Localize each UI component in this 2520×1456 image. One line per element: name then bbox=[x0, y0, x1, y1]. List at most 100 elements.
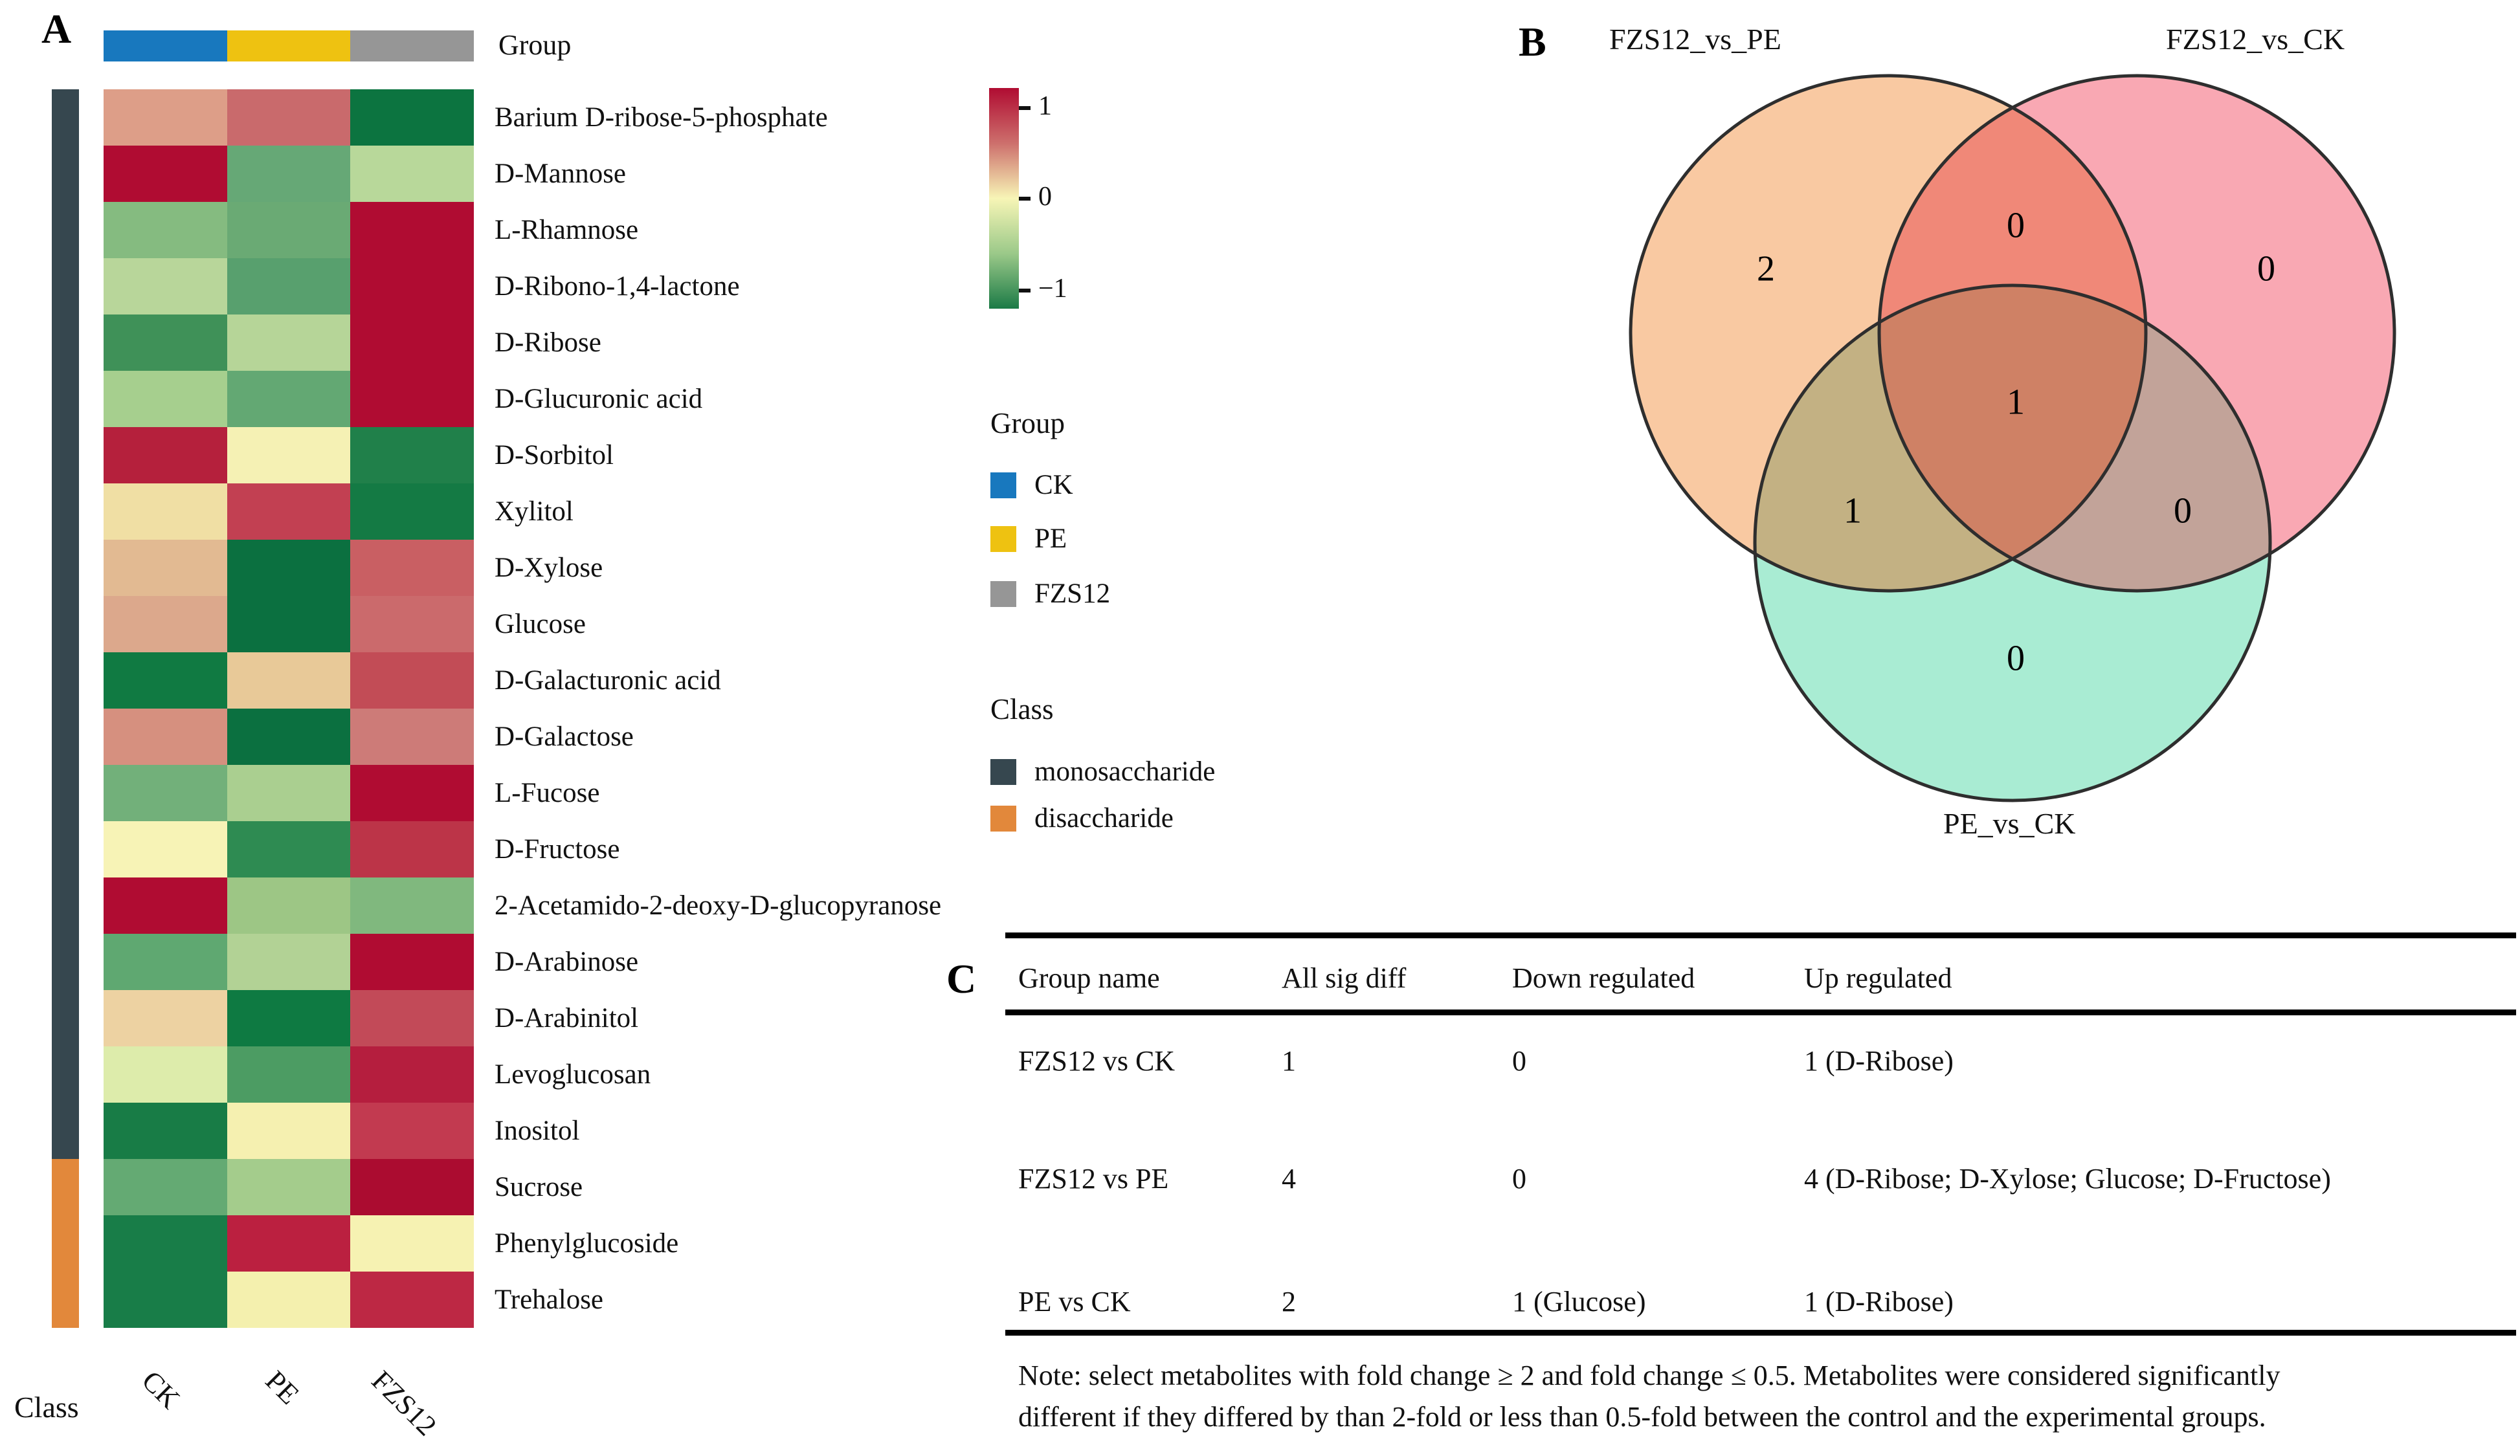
heatmap-cell-fzs12 bbox=[350, 89, 474, 146]
heatmap-cell-pe bbox=[227, 1215, 351, 1272]
heatmap-row bbox=[104, 1046, 474, 1103]
heatmap-row bbox=[104, 821, 474, 877]
table-header-rule bbox=[1005, 1009, 2516, 1015]
panel-c-label: C bbox=[946, 956, 977, 1002]
heatmap-cell-fzs12 bbox=[350, 371, 474, 427]
heatmap-row bbox=[104, 1159, 474, 1215]
table-cell: 1 (D-Ribose) bbox=[1804, 1045, 1954, 1077]
heatmap-cell-fzs12 bbox=[350, 596, 474, 652]
heatmap-cell-ck bbox=[104, 877, 227, 934]
table-header-cell: All sig diff bbox=[1282, 962, 1407, 994]
legend-class-item-monosaccharide: monosaccharide bbox=[990, 756, 1215, 788]
group-bar-title: Group bbox=[498, 29, 572, 61]
panel-b-label: B bbox=[1519, 19, 1546, 65]
legend-group-title: Group bbox=[990, 407, 1065, 439]
heatmap-cell-ck bbox=[104, 1215, 227, 1272]
heatmap-cell-fzs12 bbox=[350, 765, 474, 821]
table-header-cell: Down regulated bbox=[1512, 962, 1695, 994]
table-cell: 4 (D-Ribose; D-Xylose; Glucose; D-Fructo… bbox=[1804, 1163, 2331, 1195]
colorbar-tick-mark bbox=[1019, 197, 1031, 201]
heatmap-cell-ck bbox=[104, 427, 227, 483]
group-annotation-bar bbox=[104, 30, 474, 61]
heatmap-cell-pe bbox=[227, 258, 351, 314]
heatmap-cell-fzs12 bbox=[350, 1159, 474, 1215]
heatmap-cell-fzs12 bbox=[350, 146, 474, 202]
legend-class-swatch-disaccharide bbox=[990, 805, 1016, 832]
heatmap-row-label: D-Ribose bbox=[495, 327, 601, 358]
heatmap-cell-fzs12 bbox=[350, 877, 474, 934]
heatmap-row-label: Inositol bbox=[495, 1116, 580, 1146]
legend-group-swatch-ck bbox=[990, 472, 1016, 498]
legend-class-title: Class bbox=[990, 693, 1054, 725]
panel-a-label: A bbox=[41, 6, 72, 52]
table-cell: 0 bbox=[1512, 1045, 1526, 1077]
legend-group-item-ck: CK bbox=[990, 469, 1073, 501]
heatmap-row-label: D-Galactose bbox=[495, 722, 634, 752]
heatmap-row bbox=[104, 258, 474, 314]
legend-class-label: disaccharide bbox=[1034, 803, 1174, 833]
venn-outline-right bbox=[1877, 74, 2396, 593]
heatmap-cell-fzs12 bbox=[350, 202, 474, 258]
table-header-cell: Up regulated bbox=[1804, 962, 1952, 994]
heatmap-cell-ck bbox=[104, 146, 227, 202]
heatmap-row bbox=[104, 202, 474, 258]
venn-count-top-overlap: 0 bbox=[2007, 206, 2025, 246]
heatmap-cell-ck bbox=[104, 1046, 227, 1103]
heatmap-cell-ck bbox=[104, 821, 227, 877]
venn-count-bottom-right-overlap: 0 bbox=[2174, 491, 2192, 531]
heatmap-cell-pe bbox=[227, 146, 351, 202]
heatmap-row-label: D-Galacturonic acid bbox=[495, 665, 721, 696]
heatmap-cell-ck bbox=[104, 258, 227, 314]
heatmap-cell-pe bbox=[227, 371, 351, 427]
class-annotation-bar bbox=[52, 89, 79, 1328]
heatmap-cell-pe bbox=[227, 765, 351, 821]
heatmap-row bbox=[104, 371, 474, 427]
heatmap-cell-fzs12 bbox=[350, 1046, 474, 1103]
heatmap-cell-fzs12 bbox=[350, 709, 474, 765]
heatmap-cell-ck bbox=[104, 1159, 227, 1215]
heatmap-cell-pe bbox=[227, 89, 351, 146]
class-segment-disaccharide bbox=[52, 1159, 79, 1328]
heatmap-cell-ck bbox=[104, 540, 227, 596]
table-cell: PE vs CK bbox=[1018, 1286, 1131, 1318]
venn-count-left-only: 2 bbox=[1757, 249, 1775, 289]
heatmap-cell-pe bbox=[227, 202, 351, 258]
table-cell: 4 bbox=[1282, 1163, 1296, 1195]
venn-diagram: 2 0 0 1 1 0 0 bbox=[1629, 74, 2396, 802]
heatmap-cell-ck bbox=[104, 1103, 227, 1159]
heatmap-cell-fzs12 bbox=[350, 314, 474, 371]
heatmap-cell-ck bbox=[104, 1272, 227, 1328]
colorbar-tick-mark bbox=[1019, 106, 1031, 110]
heatmap-cell-ck bbox=[104, 483, 227, 540]
heatmap-cell-pe bbox=[227, 1159, 351, 1215]
colorbar-tick-mark bbox=[1019, 289, 1031, 292]
heatmap-row-label: D-Fructose bbox=[495, 834, 620, 865]
legend-class-item-disaccharide: disaccharide bbox=[990, 802, 1174, 834]
heatmap-row bbox=[104, 652, 474, 709]
table-cell: 0 bbox=[1512, 1163, 1526, 1195]
group-bar-segment-fzs12 bbox=[350, 30, 474, 61]
heatmap-row-label: D-Mannose bbox=[495, 159, 627, 189]
heatmap-cell-ck bbox=[104, 990, 227, 1046]
venn-count-right-only: 0 bbox=[2257, 249, 2275, 289]
venn-set-label-fzs12-vs-pe: FZS12_vs_PE bbox=[1609, 23, 1781, 56]
heatmap-cell-fzs12 bbox=[350, 1103, 474, 1159]
heatmap-row-label: D-Glucuronic acid bbox=[495, 384, 703, 414]
heatmap-cell-ck bbox=[104, 89, 227, 146]
heatmap-row bbox=[104, 877, 474, 934]
heatmap-cell-pe bbox=[227, 1272, 351, 1328]
table-cell: 1 bbox=[1282, 1045, 1296, 1077]
heatmap-row-label: D-Xylose bbox=[495, 553, 603, 583]
heatmap-cell-pe bbox=[227, 596, 351, 652]
table-cell: 1 (Glucose) bbox=[1512, 1286, 1646, 1318]
heatmap-cell-ck bbox=[104, 652, 227, 709]
venn-count-bottom-left-overlap: 1 bbox=[1844, 491, 1862, 531]
heatmap bbox=[104, 89, 474, 1328]
colorbar bbox=[989, 88, 1019, 309]
heatmap-cell-fzs12 bbox=[350, 652, 474, 709]
heatmap-cell-ck bbox=[104, 371, 227, 427]
heatmap-row bbox=[104, 146, 474, 202]
heatmap-cell-fzs12 bbox=[350, 990, 474, 1046]
heatmap-row-label: Barium D-ribose-5-phosphate bbox=[495, 102, 828, 133]
heatmap-row-label: D-Arabinitol bbox=[495, 1003, 639, 1033]
